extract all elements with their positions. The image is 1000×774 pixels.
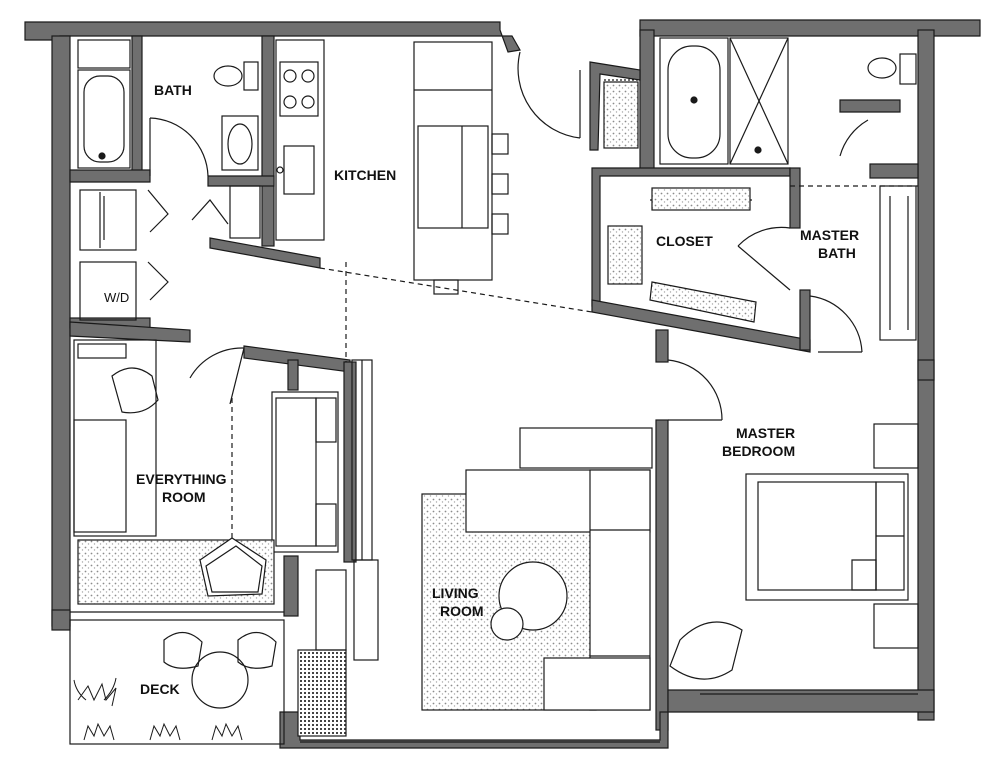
label-living-1: LIVING bbox=[432, 585, 479, 601]
label-master-bedroom-2: BEDROOM bbox=[722, 443, 795, 459]
label-living-2: ROOM bbox=[440, 603, 484, 619]
bedroom-chair bbox=[669, 621, 743, 680]
label-master-bath-1: MASTER bbox=[800, 227, 859, 243]
label-closet: CLOSET bbox=[656, 233, 713, 249]
label-everything-1: EVERYTHING bbox=[136, 471, 227, 487]
label-kitchen: KITCHEN bbox=[334, 167, 396, 183]
bathtub bbox=[77, 69, 131, 169]
kitchen-island bbox=[413, 41, 493, 281]
kitchen-counter bbox=[275, 39, 325, 241]
stove bbox=[279, 61, 319, 117]
deck bbox=[69, 619, 285, 745]
deck-plants bbox=[73, 677, 243, 741]
label-wd: W/D bbox=[104, 290, 129, 305]
label-bath: BATH bbox=[154, 82, 192, 98]
sofa bbox=[271, 391, 339, 553]
windows bbox=[70, 611, 918, 743]
desk-chair bbox=[111, 367, 159, 414]
toilet bbox=[243, 61, 259, 91]
label-master-bedroom-1: MASTER bbox=[736, 425, 795, 441]
sink bbox=[221, 115, 259, 171]
label-master-bath-2: BATH bbox=[818, 245, 856, 261]
deck-table bbox=[191, 651, 249, 709]
bar-stools bbox=[433, 133, 509, 295]
walls bbox=[24, 19, 981, 749]
room-labels: BATH KITCHEN CLOSET MASTER BATH W/D EVER… bbox=[104, 82, 859, 697]
label-everything-2: ROOM bbox=[162, 489, 206, 505]
fixtures bbox=[69, 37, 919, 745]
label-deck: DECK bbox=[140, 681, 180, 697]
bed bbox=[745, 473, 909, 601]
master-tub bbox=[659, 37, 729, 165]
